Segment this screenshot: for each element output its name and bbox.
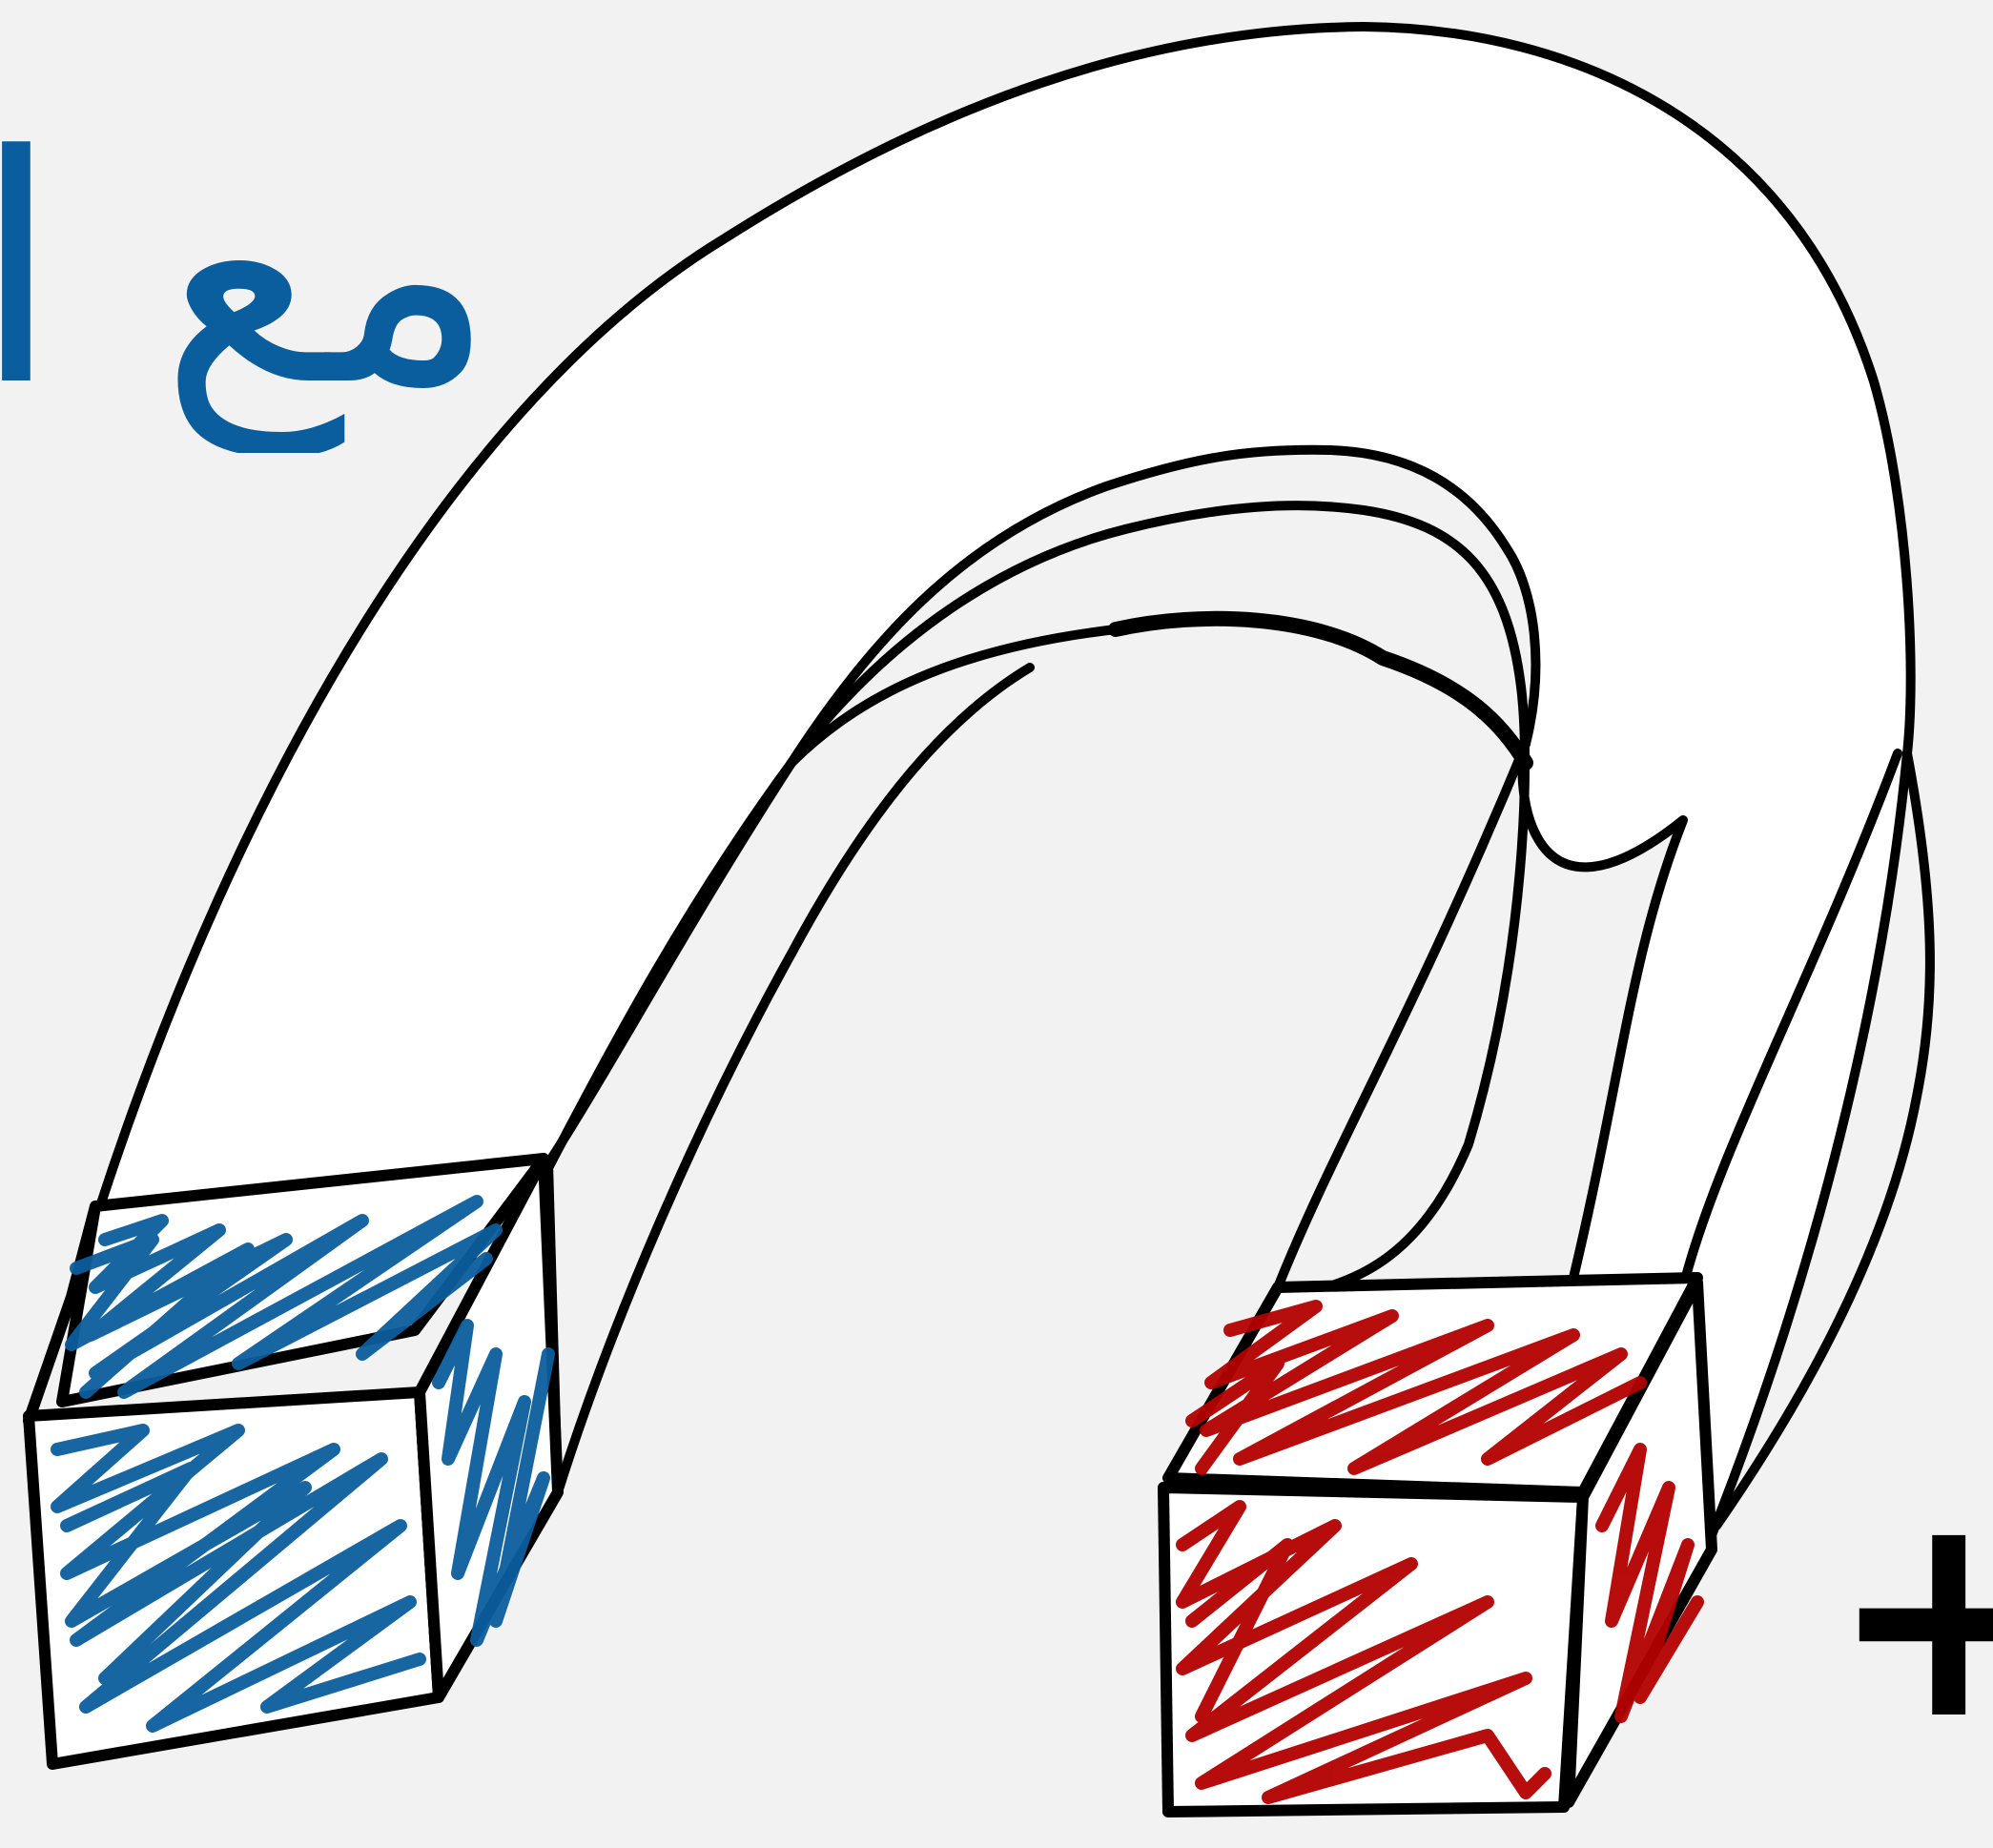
magnet-inner-rim [1108, 610, 1533, 770]
magnet-right-side-edge [1678, 749, 1902, 1292]
magnet-left-leg-edge [544, 663, 1035, 1497]
plus-sign-label: + [1829, 1492, 1993, 1740]
magnet-inner-arch [544, 501, 1531, 1302]
magnet-inner-rim-lower [787, 625, 1120, 768]
blue-hatching [51, 1195, 555, 1733]
red-hatching [1176, 1300, 1704, 1804]
arabic-text-label: مع ا [0, 91, 496, 453]
red-pole-stem [1273, 739, 1531, 1292]
blue-pole-divider [23, 1201, 101, 1427]
magnet-outer-edge [1712, 749, 1935, 1530]
